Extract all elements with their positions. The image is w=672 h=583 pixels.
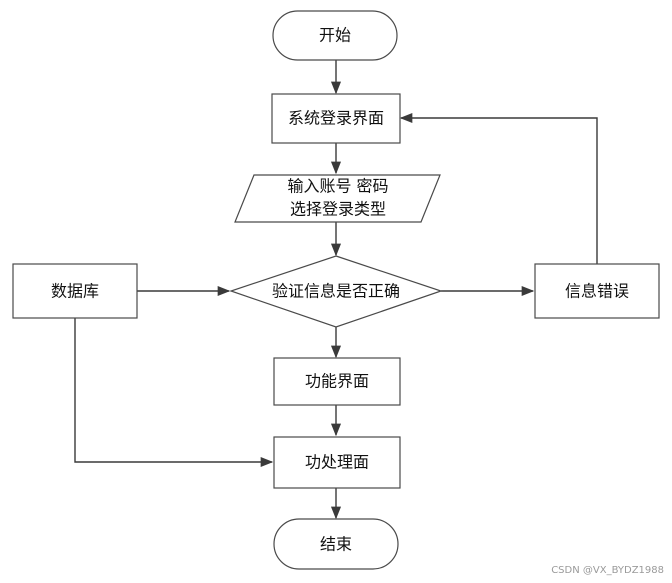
process-page-label: 功处理面 <box>305 453 369 472</box>
database-label: 数据库 <box>51 282 99 301</box>
function-page-node: 功能界面 <box>273 357 401 406</box>
error-label: 信息错误 <box>565 282 629 301</box>
input-label-line2: 选择登录类型 <box>290 200 386 219</box>
end-node: 结束 <box>273 518 399 570</box>
input-node: 输入账号 密码 选择登录类型 <box>234 174 441 223</box>
verify-decision-node: 验证信息是否正确 <box>229 255 443 328</box>
login-page-label: 系统登录界面 <box>288 109 384 128</box>
start-node: 开始 <box>272 10 398 61</box>
start-label: 开始 <box>319 26 351 45</box>
end-label: 结束 <box>320 535 352 554</box>
database-node: 数据库 <box>12 263 138 319</box>
error-node: 信息错误 <box>534 263 660 319</box>
edge-database-to-process <box>74 318 274 468</box>
login-page-node: 系统登录界面 <box>271 93 401 144</box>
watermark-text: CSDN @VX_BYDZ1988 <box>551 565 664 576</box>
process-page-node: 功处理面 <box>273 436 401 489</box>
verify-label: 验证信息是否正确 <box>272 282 400 301</box>
input-label-line1: 输入账号 密码 <box>287 177 388 196</box>
edge-error-to-login <box>399 112 598 264</box>
function-page-label: 功能界面 <box>305 372 369 391</box>
